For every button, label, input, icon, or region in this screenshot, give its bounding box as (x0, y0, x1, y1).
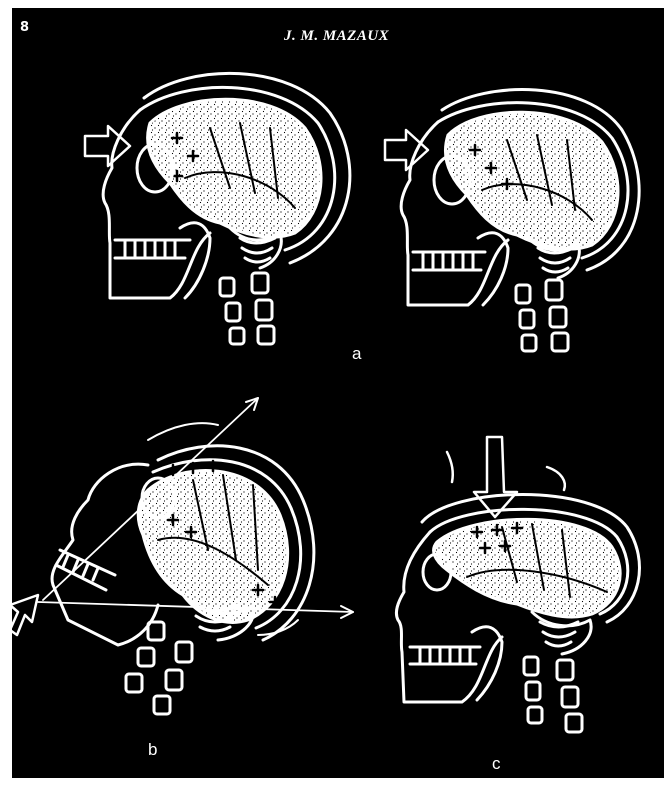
page-number: 8 (20, 20, 29, 35)
panel-a-left-head (80, 68, 370, 348)
panel-label-b: b (148, 740, 157, 760)
panel-c-head (392, 432, 662, 742)
running-header: J. M. MAZAUX (284, 28, 389, 45)
panel-label-c: c (492, 754, 501, 774)
panel-a-right-head (382, 80, 662, 360)
panel-label-a: a (352, 344, 361, 364)
panel-b-head (8, 390, 358, 730)
